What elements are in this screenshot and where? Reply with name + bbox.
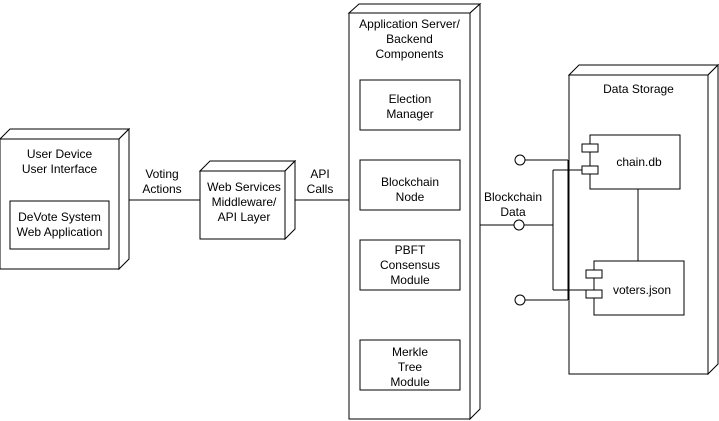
election-manager-label: Election Manager [386, 92, 434, 121]
devote-web-app-component[interactable] [9, 200, 110, 250]
web-services-title: Web Services Middleware/ API Layer [207, 180, 281, 224]
app-server-title: Application Server/ Backend Components [359, 17, 460, 61]
blockchain-data-interface-icon[interactable] [513, 219, 525, 231]
merkle-tree-component[interactable] [359, 339, 461, 391]
chain-db-label: chain.db [616, 155, 662, 169]
voting-actions-label: Voting Actions [142, 167, 182, 196]
data-storage-title: Data Storage [603, 82, 674, 96]
voters-json-label: voters.json [612, 283, 672, 297]
voters-json-interface-icon[interactable] [514, 294, 526, 306]
chain-db-interface-icon[interactable] [514, 154, 526, 166]
blockchain-node-label: Blockchain Node [380, 175, 440, 204]
data-storage-node[interactable] [567, 63, 719, 376]
blockchain-data-label: Blockchain Data [483, 190, 543, 219]
pbft-consensus-component[interactable] [359, 239, 461, 291]
user-device-title: User Device User Interface [21, 147, 98, 176]
blockchain-node-component[interactable] [359, 159, 461, 211]
api-calls-label: API Calls [306, 167, 334, 196]
merkle-tree-label: Merkle Tree Module [390, 345, 430, 389]
pbft-consensus-label: PBFT Consensus Module [379, 243, 441, 287]
web-services-node[interactable] [198, 159, 297, 241]
election-manager-component[interactable] [359, 79, 461, 131]
voters-json-component[interactable] [585, 260, 685, 316]
storage-interface-wiring [524, 159, 586, 301]
devote-web-app-label: DeVote System Web Application [16, 210, 103, 239]
chain-db-component[interactable] [581, 134, 681, 190]
